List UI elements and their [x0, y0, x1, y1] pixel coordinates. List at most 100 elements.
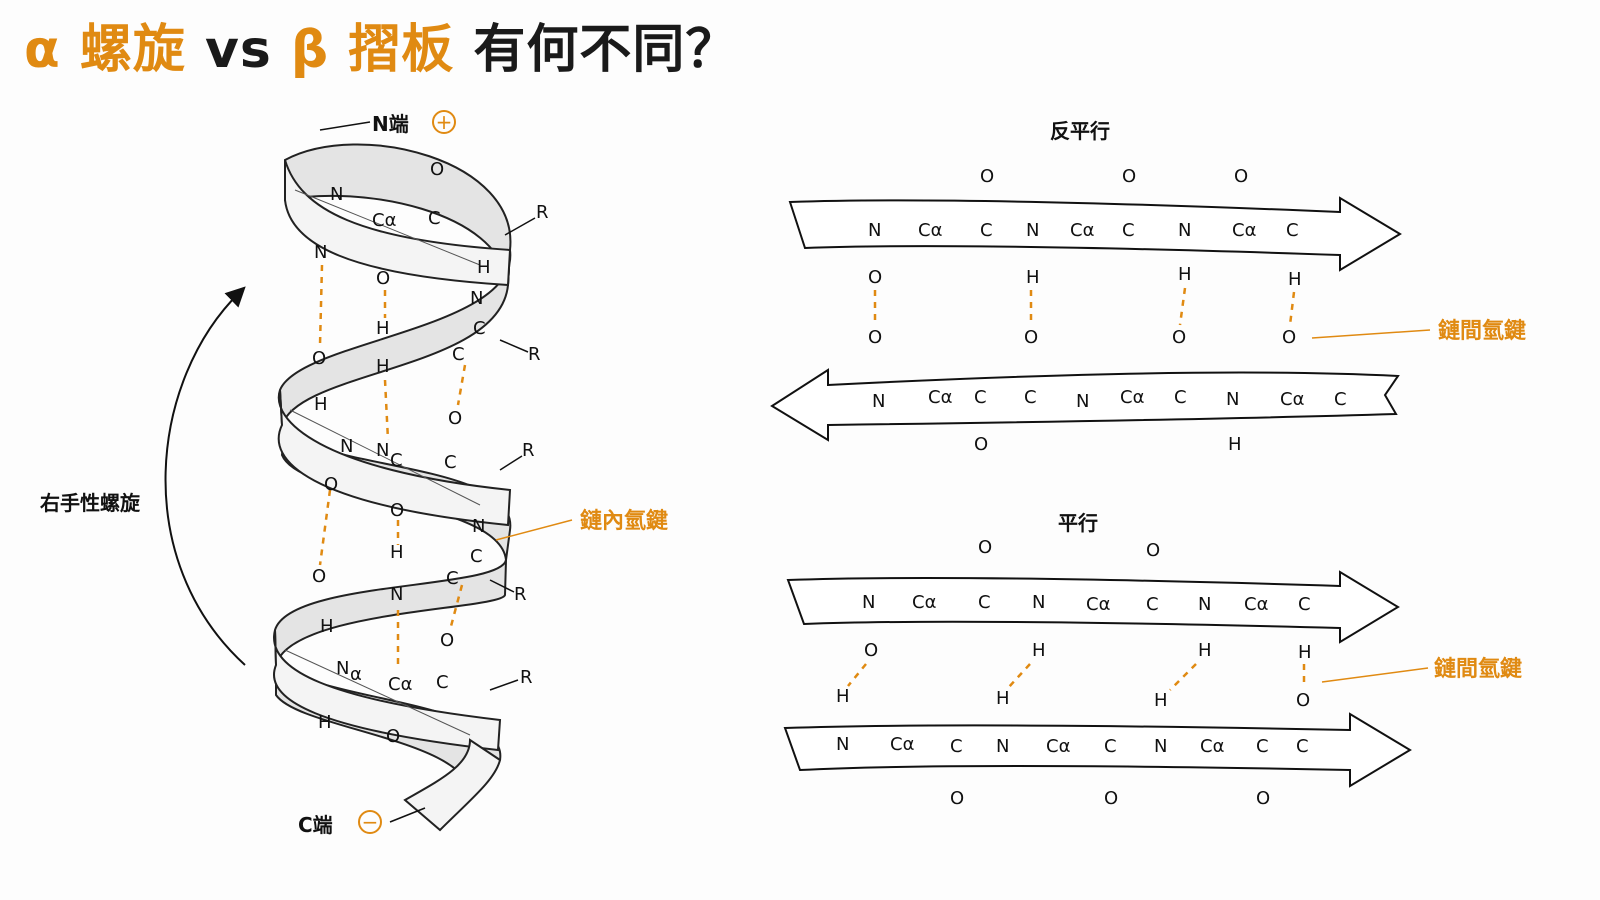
- title-beta: β: [290, 20, 330, 80]
- atom-ca: Cα: [1244, 594, 1268, 615]
- atom-h: H: [477, 257, 491, 278]
- atom-o: O: [864, 640, 878, 661]
- atom-n: N: [330, 184, 343, 205]
- atom-c: C: [1256, 736, 1269, 757]
- helix-atoms: N Cα C O N O H N C C H H O H O N N C C O…: [312, 159, 491, 747]
- parallel-hbonds: [847, 663, 1306, 691]
- atom-n: N: [862, 592, 875, 613]
- atom-n: N: [1026, 220, 1039, 241]
- atom-h: H: [1298, 642, 1312, 663]
- atom-o: O: [390, 500, 404, 521]
- helix-side-chains: R R R R R: [489, 202, 549, 691]
- atom-h: H: [320, 616, 334, 637]
- atom-o: O: [312, 566, 326, 587]
- atom-h: H: [1288, 269, 1302, 290]
- atom-c: C: [1024, 387, 1037, 408]
- atom-o: O: [440, 630, 454, 651]
- atom-n: N: [470, 288, 483, 309]
- atom-h: H: [376, 356, 390, 377]
- side-chain-r: R: [520, 667, 533, 688]
- atom-h: H: [1178, 264, 1192, 285]
- atom-c: C: [436, 672, 449, 693]
- handedness-label: 右手性螺旋: [40, 491, 141, 515]
- atom-c: C: [390, 450, 403, 471]
- atom-ca: Cα: [1232, 220, 1256, 241]
- parallel-sheet: 平行 N Cα C O N Cα C O N Cα C O H H H H H …: [783, 511, 1522, 809]
- atom-c: C: [974, 387, 987, 408]
- parallel-bottom-atoms: H H H O N Cα C N Cα C N Cα C C O O O: [836, 686, 1310, 809]
- atom-c: C: [1298, 594, 1311, 615]
- atom-n: N: [868, 220, 881, 241]
- atom-c: C: [446, 568, 459, 589]
- atom-ca: Cα: [388, 674, 412, 695]
- parallel-hbond-label: 鏈間氫鍵: [1434, 656, 1522, 682]
- atom-c: C: [980, 220, 993, 241]
- side-chain-r: R: [536, 202, 549, 223]
- atom-o: O: [324, 474, 338, 495]
- atom-c: C: [978, 592, 991, 613]
- c-terminus-label: C端: [298, 813, 333, 837]
- plus-symbol: +: [436, 110, 453, 134]
- title-alpha: α: [24, 20, 61, 80]
- strand-arrow-right: [786, 570, 1400, 644]
- atom-n: N: [390, 584, 403, 605]
- atom-o: O: [1296, 690, 1310, 711]
- atom-o: O: [1234, 166, 1248, 187]
- atom-ca: Cα: [1200, 736, 1224, 757]
- atom-n: N: [1178, 220, 1191, 241]
- n-terminus-label: N端: [372, 112, 409, 136]
- atom-ca: Cα: [912, 592, 936, 613]
- atom-o: O: [1024, 327, 1038, 348]
- antiparallel-label: 反平行: [1050, 119, 1110, 143]
- helix-hbonds: [318, 264, 467, 670]
- atom-c: C: [1334, 389, 1347, 410]
- strand-arrow-left: [770, 368, 1400, 442]
- atom-h: H: [318, 712, 332, 733]
- atom-o: O: [974, 434, 988, 455]
- atom-h: H: [390, 542, 404, 563]
- minus-symbol: −: [362, 810, 379, 834]
- atom-n: N: [336, 658, 349, 679]
- atom-n: N: [1198, 594, 1211, 615]
- atom-o: O: [430, 159, 444, 180]
- helix-shading: [284, 189, 481, 736]
- atom-n: N: [472, 516, 485, 537]
- intra-hbond-label: 鏈內氫鍵: [580, 508, 668, 534]
- atom-c: C: [1296, 736, 1309, 757]
- atom-ca: Cα: [1070, 220, 1094, 241]
- antiparallel-top-atoms: N Cα C O N Cα C O N Cα C O O H H H O O O…: [868, 166, 1302, 348]
- parallel-label: 平行: [1058, 511, 1098, 535]
- page-title: α 螺旋 vs β 摺板 有何不同？: [24, 14, 738, 86]
- atom-o: O: [448, 408, 462, 429]
- atom-h: H: [996, 688, 1010, 709]
- atom-ca: Cα: [928, 387, 952, 408]
- title-sheet: 摺板: [348, 20, 455, 80]
- atom-ca: Cα: [890, 734, 914, 755]
- antiparallel-sheet: 反平行 N Cα C O N Cα C O N Cα C O O H H H O…: [770, 119, 1526, 455]
- atom-h: H: [1228, 434, 1242, 455]
- atom-o: O: [1122, 166, 1136, 187]
- atom-c: C: [1146, 594, 1159, 615]
- atom-c: C: [1122, 220, 1135, 241]
- atom-o: O: [312, 348, 326, 369]
- atom-o: O: [386, 726, 400, 747]
- antiparallel-hbond-label: 鏈間氫鍵: [1438, 318, 1526, 344]
- atom-c: C: [1104, 736, 1117, 757]
- atom-n: N: [340, 436, 353, 457]
- atom-o: O: [1256, 788, 1270, 809]
- atom-o: O: [868, 327, 882, 348]
- title-helix: 螺旋: [79, 20, 186, 80]
- atom-o: O: [978, 537, 992, 558]
- atom-ca: Cα: [372, 210, 396, 231]
- atom-ca: Cα: [1046, 736, 1070, 757]
- strand-arrow-right: [788, 196, 1402, 272]
- strand-arrow-right: [783, 712, 1412, 788]
- atom-h: H: [836, 686, 850, 707]
- atom-h: H: [1026, 267, 1040, 288]
- atom-o: O: [1146, 540, 1160, 561]
- atom-ca: Cα: [1280, 389, 1304, 410]
- plus-icon: [432, 110, 456, 134]
- atom-n: N: [1032, 592, 1045, 613]
- title-question: 有何不同？: [473, 20, 739, 80]
